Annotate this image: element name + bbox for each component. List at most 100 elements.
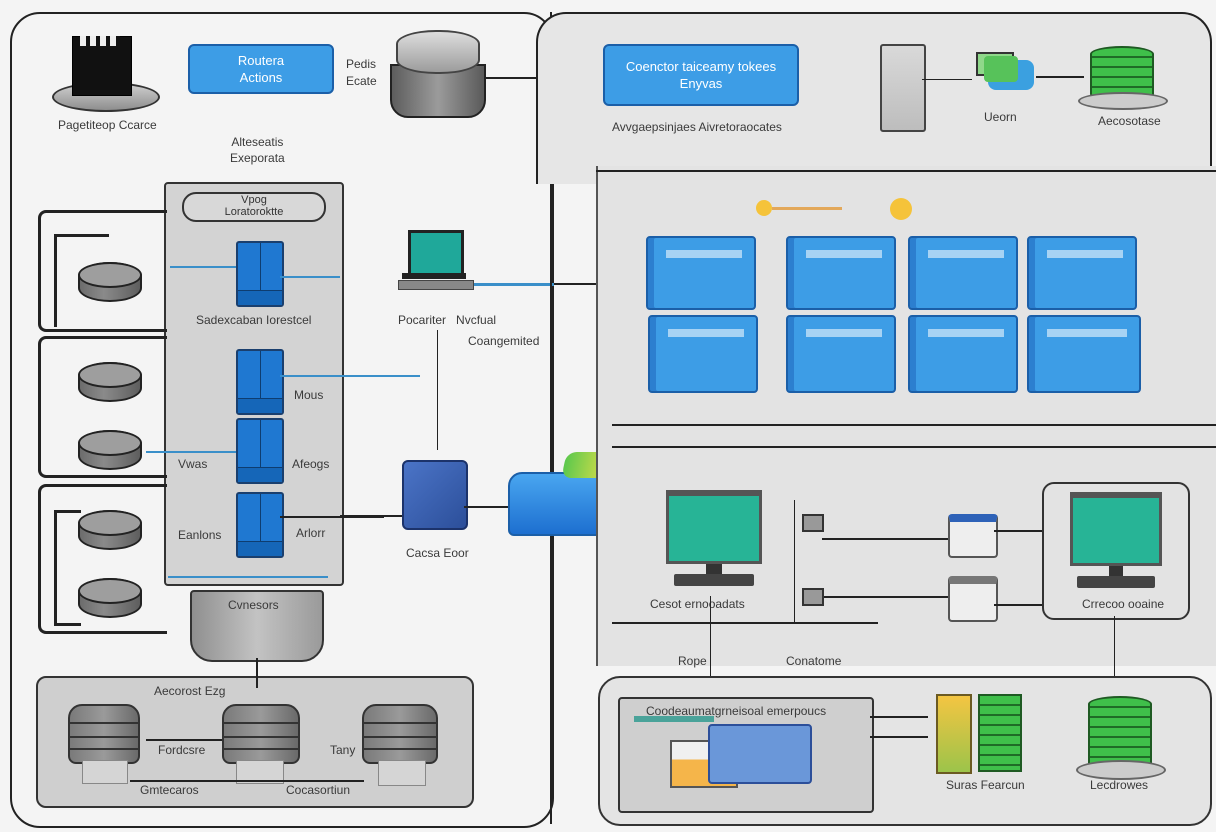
storage-group-title: Aecorost Ezg	[154, 684, 226, 698]
connector	[822, 538, 948, 540]
data-center-label: Pagetiteop Ccarce	[58, 118, 157, 132]
connector	[38, 336, 167, 478]
connector	[870, 716, 928, 718]
connector	[994, 604, 1042, 606]
server-base	[82, 760, 128, 784]
composite-box-title: Coodeaumatgrneisoal emerpoucs	[646, 704, 827, 718]
connector	[822, 596, 948, 598]
connector	[794, 500, 795, 624]
teal-bar	[634, 716, 714, 722]
grid-box-5[interactable]	[648, 315, 758, 393]
connector-gateway-button[interactable]: Coenctor taiceamy tokees Enyvas	[603, 44, 799, 106]
computer-right-label: Crrecoo ooaine	[1082, 597, 1165, 611]
wire	[280, 516, 384, 518]
adapter-device-1[interactable]	[948, 514, 998, 558]
wire	[280, 276, 340, 278]
storage-server-3	[362, 704, 438, 764]
db-plate	[1078, 92, 1168, 110]
blue-window	[708, 724, 812, 784]
laptop-icon[interactable]	[398, 230, 474, 292]
wire	[170, 266, 236, 268]
left-system-panel	[10, 12, 554, 828]
storage-label-3: Gmtecaros	[140, 783, 199, 797]
computer-left[interactable]	[666, 490, 762, 586]
storage-server-1	[68, 704, 140, 764]
cloud-note: Alteseatis Exeporata	[230, 134, 285, 166]
user-workstation-icon[interactable]	[966, 48, 1038, 100]
connector	[1036, 76, 1084, 78]
wire	[146, 451, 236, 453]
side-label-line2: Ecate	[346, 74, 377, 88]
grid-box-4[interactable]	[1027, 236, 1137, 310]
grid-box-7[interactable]	[908, 315, 1018, 393]
connector	[710, 596, 711, 696]
rack-header-line2: Loratoroktte	[224, 206, 284, 218]
mid-label-1: Rope	[678, 654, 707, 668]
center-note: Coangemited	[468, 334, 540, 348]
user-label: Ueorn	[984, 110, 1017, 124]
router-hub-icon[interactable]	[508, 472, 612, 536]
network-switch-icon[interactable]	[402, 460, 468, 530]
gateway-button-line2: Enyvas	[679, 76, 723, 91]
server-stack-green	[978, 694, 1022, 772]
rack-module-1[interactable]	[236, 241, 284, 307]
divider	[612, 424, 1216, 426]
connector	[554, 283, 608, 285]
storage-drive-icon	[390, 24, 486, 120]
rack-module-3-label-left: Vwas	[178, 457, 208, 471]
connector	[146, 739, 222, 741]
router-actions-line2: Actions	[239, 70, 283, 85]
rack-module-3-label-right: Afeogs	[292, 457, 330, 471]
storage-cylinder-5	[78, 578, 142, 618]
wire	[474, 283, 554, 286]
grid-box-3[interactable]	[908, 236, 1018, 310]
data-center-icon	[52, 30, 160, 114]
side-label: Pedis Ecate	[346, 56, 377, 90]
port-icon	[802, 588, 824, 606]
laptop-label: Pocariter Nvcfual	[398, 313, 496, 327]
tower-pc-icon[interactable]	[880, 44, 926, 132]
rack-module-2-label: Mous	[294, 388, 324, 402]
router-actions-line1: Routera	[237, 53, 285, 68]
storage-cylinder-2	[78, 362, 142, 402]
sensor-icon	[890, 198, 912, 220]
server-stack-label: Suras Fearcun	[946, 778, 1025, 792]
connector	[922, 79, 972, 80]
db-plate	[1076, 760, 1166, 780]
server-stack-icon	[936, 694, 972, 774]
grid-box-6[interactable]	[786, 315, 896, 393]
divider	[612, 446, 1216, 448]
rack-module-4[interactable]	[236, 492, 284, 558]
wire	[772, 207, 842, 210]
computer-right[interactable]	[1070, 492, 1162, 588]
gateway-caption: Avvgaepsinjaes Aivretoraocates	[612, 120, 782, 134]
grid-box-8[interactable]	[1027, 315, 1141, 393]
storage-cylinder-4	[78, 510, 142, 550]
database-label-bottom: Lecdrowes	[1090, 778, 1149, 792]
mid-label-2: Conatome	[786, 654, 842, 668]
connector	[54, 234, 109, 327]
cloud-note-line2: Exeporata	[230, 151, 285, 165]
gateway-button-line1: Coenctor taiceamy tokees	[625, 59, 777, 74]
database-label-top: Aecosotase	[1098, 114, 1161, 128]
connector	[870, 736, 928, 738]
divider	[612, 622, 878, 624]
rack-module-4-label-right: Arlorr	[296, 526, 326, 540]
rack-module-2[interactable]	[236, 349, 284, 415]
storage-label-2: Tany	[330, 743, 356, 757]
adapter-device-2[interactable]	[948, 576, 998, 622]
storage-server-2	[222, 704, 300, 764]
connector	[38, 484, 167, 634]
connector	[994, 530, 1042, 532]
grid-box-1[interactable]	[646, 236, 756, 310]
port-icon	[802, 514, 824, 532]
wire	[168, 576, 328, 578]
rack-module-3[interactable]	[236, 418, 284, 484]
connector	[54, 510, 81, 626]
router-actions-button[interactable]: Routera Actions	[188, 44, 334, 94]
storage-label-1: Fordcsre	[158, 743, 206, 757]
connector	[437, 330, 438, 450]
connector	[1114, 616, 1115, 696]
grid-box-2[interactable]	[786, 236, 896, 310]
switch-label: Cacsa Eoor	[406, 546, 469, 560]
